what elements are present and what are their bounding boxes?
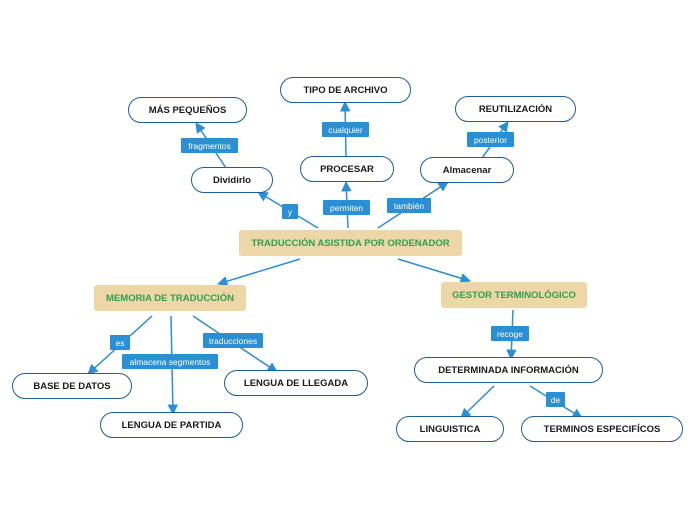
procesar-node[interactable]: PROCESAR (300, 156, 394, 182)
label-recoge: recoge (491, 326, 529, 341)
dividirlo-node[interactable]: Dividirlo (191, 167, 273, 193)
mas-pequenos-node[interactable]: MÁS PEQUEÑOS (128, 97, 247, 123)
reutilizacion-node[interactable]: REUTILIZACIÓN (455, 96, 576, 122)
gestor-node[interactable]: GESTOR TERMINOLÓGICO (441, 282, 587, 308)
linguistica-node[interactable]: LINGUISTICA (396, 416, 504, 442)
label-fragmentos: fragmentos (181, 138, 238, 153)
base-datos-node[interactable]: BASE DE DATOS (12, 373, 132, 399)
label-tambien: también (387, 198, 431, 213)
label-traducciones: traducciones (203, 333, 263, 348)
label-almacena-segmentos: almacena segmentos (122, 354, 218, 369)
label-es: es (110, 335, 130, 350)
connector-determinada-linguistica (460, 385, 495, 419)
label-posterior: posterior (467, 132, 514, 147)
determinada-node[interactable]: DETERMINADA INFORMACIÓN (414, 357, 603, 383)
label-de: de (546, 392, 565, 407)
connector-central-gestor (397, 258, 472, 284)
central-topic[interactable]: TRADUCCIÓN ASISTIDA POR ORDENADOR (239, 230, 462, 256)
label-y: y (282, 204, 298, 219)
memoria-node[interactable]: MEMORIA DE TRADUCCIÓN (94, 285, 246, 311)
lengua-llegada-node[interactable]: LENGUA DE LLEGADA (224, 370, 368, 396)
tipo-archivo-node[interactable]: TIPO DE ARCHIVO (280, 77, 411, 103)
label-permiten: permiten (323, 200, 370, 215)
connector-central-memoria (216, 258, 301, 287)
label-cualquier: cualquier (322, 122, 369, 137)
almacenar-node[interactable]: Almacenar (420, 157, 514, 183)
lengua-partida-node[interactable]: LENGUA DE PARTIDA (100, 412, 243, 438)
terminos-node[interactable]: TERMINOS ESPECIFÍCOS (521, 416, 683, 442)
